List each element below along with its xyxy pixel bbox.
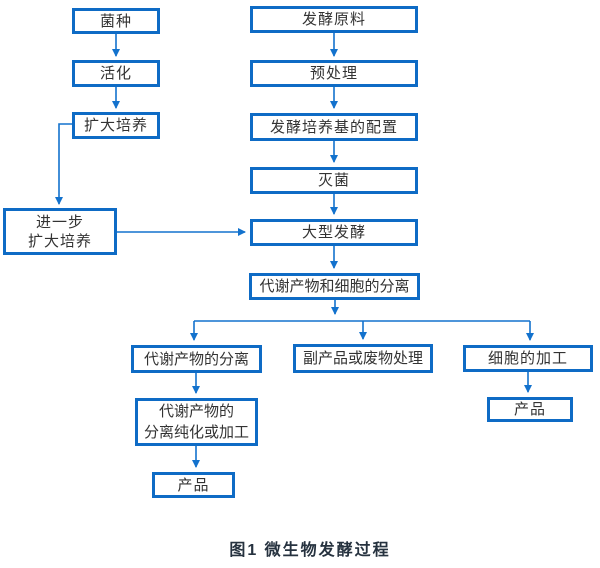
node-strain: 菌种 [72,8,160,34]
node-raw-material: 发酵原料 [250,6,418,33]
node-product-left: 产品 [152,472,235,498]
node-activation: 活化 [72,60,160,87]
node-cell-processing: 细胞的加工 [463,345,593,372]
node-metabolite-separation: 代谢产物的分离 [131,345,262,373]
node-large-fermentation: 大型发酵 [250,219,418,246]
arrow-expand-to-further [55,123,72,205]
node-byproduct-waste-treatment: 副产品或废物处理 [293,344,433,373]
node-medium-preparation: 发酵培养基的配置 [250,113,418,141]
node-further-expand-culture: 进一步 扩大培养 [3,208,117,255]
figure-caption: 图1 微生物发酵过程 [229,542,391,559]
node-product-right: 产品 [487,397,573,422]
node-metabolite-cell-separation: 代谢产物和细胞的分离 [249,273,420,300]
node-expand-culture: 扩大培养 [72,112,160,139]
node-pretreatment: 预处理 [250,60,418,87]
node-sterilization: 灭菌 [250,167,418,194]
node-purification-processing: 代谢产物的 分离纯化或加工 [135,398,258,446]
